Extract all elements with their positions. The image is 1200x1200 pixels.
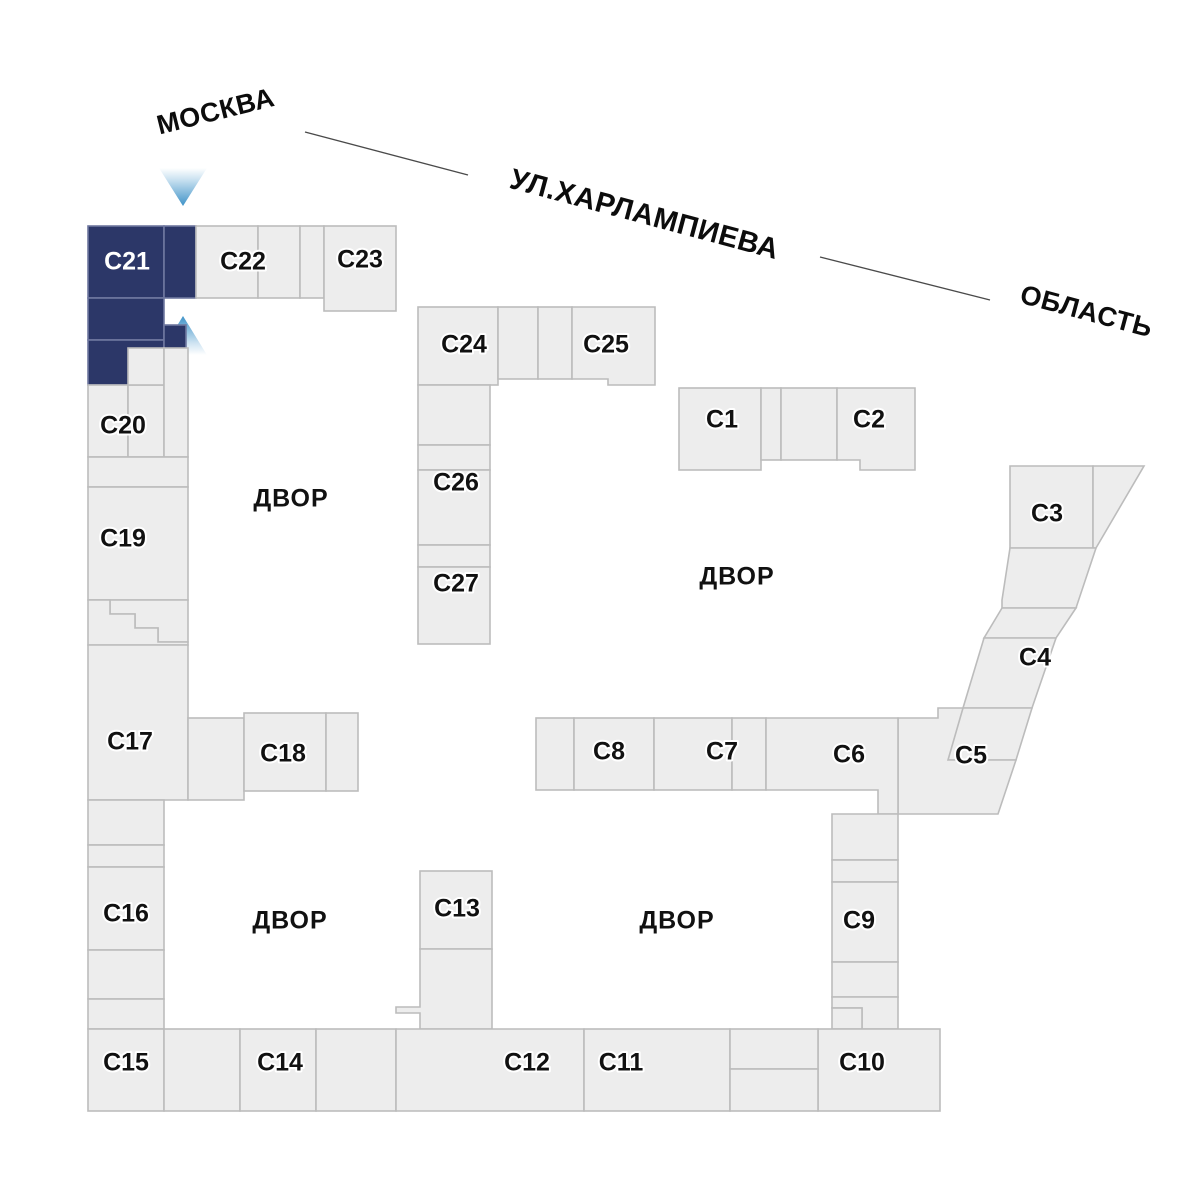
- section-label-c17: C17: [107, 728, 153, 756]
- courtyard-label-ne: ДВОР: [699, 563, 774, 591]
- courtyard-label-sw: ДВОР: [252, 907, 327, 935]
- section-c20-part-e[interactable]: [87, 456, 189, 488]
- section-c5[interactable]: [897, 707, 1018, 815]
- section-c9-part-c[interactable]: [831, 961, 899, 998]
- section-c16-part-e[interactable]: [87, 998, 165, 1030]
- section-c22-part-c[interactable]: [299, 225, 325, 299]
- section-label-c13: C13: [434, 895, 480, 923]
- section-label-c25: C25: [583, 331, 629, 359]
- section-labels: C21 C22 C23 C24 C25 C26 C27 C1 C2 C3 C4 …: [98, 244, 1065, 1079]
- section-c9-part-a[interactable]: [831, 813, 899, 861]
- section-label-c2: C2: [853, 406, 885, 434]
- section-c1[interactable]: [678, 387, 762, 471]
- section-c17[interactable]: [87, 644, 189, 801]
- section-c25[interactable]: [571, 306, 656, 386]
- section-label-c18: C18: [260, 740, 306, 768]
- section-c12[interactable]: [395, 1028, 585, 1112]
- section-c20-part-c[interactable]: [127, 347, 165, 386]
- section-label-c7: C7: [706, 738, 738, 766]
- section-label-c21: C21: [104, 248, 150, 276]
- section-label-c6: C6: [833, 741, 865, 769]
- section-c22-part-b[interactable]: [257, 225, 301, 299]
- section-c21-part-b[interactable]: [163, 225, 197, 299]
- section-label-c3: C3: [1031, 500, 1063, 528]
- section-c25-part-a[interactable]: [537, 306, 573, 380]
- section-c1-part-b[interactable]: [760, 387, 782, 461]
- leader-line-left: [304, 131, 469, 176]
- block-northeast[interactable]: [678, 387, 916, 471]
- section-label-c9: C9: [843, 907, 875, 935]
- section-c20-part-a[interactable]: [87, 384, 129, 458]
- section-label-c1: C1: [706, 406, 738, 434]
- section-c17-part-b[interactable]: [187, 717, 245, 801]
- section-label-c20: C20: [100, 412, 146, 440]
- block-mid-row[interactable]: [535, 717, 899, 815]
- section-c14-part-b[interactable]: [315, 1028, 397, 1112]
- section-c24-part-b[interactable]: [497, 306, 539, 380]
- section-c10[interactable]: [817, 1028, 941, 1112]
- section-c15[interactable]: [87, 1028, 165, 1112]
- section-label-c22: C22: [220, 248, 266, 276]
- section-c7[interactable]: [653, 717, 733, 791]
- section-c27[interactable]: [417, 566, 491, 645]
- section-label-c14: C14: [257, 1049, 303, 1077]
- section-c20-part-d[interactable]: [163, 347, 189, 458]
- section-label-c19: C19: [100, 525, 146, 553]
- courtyard-labels: ДВОР ДВОР ДВОР ДВОР: [250, 483, 775, 937]
- section-c15-part-b[interactable]: [163, 1028, 241, 1112]
- courtyard-label-nw: ДВОР: [253, 485, 328, 513]
- block-northwest-top[interactable]: [87, 225, 397, 386]
- section-label-c8: C8: [593, 738, 625, 766]
- section-c9-part-b[interactable]: [831, 859, 899, 883]
- section-c21-part-c[interactable]: [87, 297, 165, 341]
- section-c11-part-b[interactable]: [729, 1028, 819, 1070]
- section-c23[interactable]: [323, 225, 397, 312]
- courtyard-label-se: ДВОР: [639, 907, 714, 935]
- section-c27-part-a[interactable]: [417, 544, 491, 568]
- section-label-c24: C24: [441, 331, 487, 359]
- section-c14[interactable]: [239, 1028, 317, 1112]
- section-c18-part-b[interactable]: [325, 712, 359, 792]
- section-label-c16: C16: [103, 900, 149, 928]
- section-c9[interactable]: [831, 881, 899, 963]
- section-label-c23: C23: [337, 246, 383, 274]
- section-c26-part-a[interactable]: [417, 384, 491, 446]
- block-east-angled[interactable]: [897, 465, 1146, 815]
- section-label-c5: C5: [955, 742, 987, 770]
- section-label-c15: C15: [103, 1049, 149, 1077]
- section-c7-part-b[interactable]: [731, 717, 767, 791]
- section-c2[interactable]: [836, 387, 916, 471]
- section-label-c10: C10: [839, 1049, 885, 1077]
- block-centre-north[interactable]: [417, 306, 656, 645]
- section-c26-part-b[interactable]: [417, 444, 491, 471]
- section-c18-part-a[interactable]: [243, 712, 327, 792]
- section-label-c11: C11: [599, 1049, 644, 1077]
- entrance-marker-down-icon: [159, 168, 207, 206]
- section-label-c12: C12: [504, 1049, 550, 1077]
- leader-line-right: [819, 256, 991, 301]
- section-c11[interactable]: [583, 1028, 731, 1112]
- block-south-row[interactable]: [87, 870, 819, 1112]
- section-c20-part-b[interactable]: [127, 384, 165, 458]
- section-c19[interactable]: [87, 486, 189, 601]
- section-label-c27: C27: [433, 570, 479, 598]
- section-label-c26: C26: [433, 469, 479, 497]
- section-c11-part-c[interactable]: [729, 1068, 819, 1112]
- section-c16-part-c[interactable]: [87, 866, 165, 951]
- section-c16-part-a[interactable]: [87, 799, 165, 846]
- section-c16-part-d[interactable]: [87, 949, 165, 1000]
- section-c13-part-b[interactable]: [395, 948, 493, 1030]
- section-c22-part-a[interactable]: [195, 225, 259, 299]
- section-label-c4: C4: [1019, 644, 1051, 672]
- section-c8-part-a[interactable]: [535, 717, 575, 791]
- block-east-wing[interactable]: [817, 813, 941, 1112]
- section-c16-part-b[interactable]: [87, 844, 165, 868]
- section-c2-part-a[interactable]: [780, 387, 838, 461]
- section-c9-part-e[interactable]: [831, 1007, 863, 1030]
